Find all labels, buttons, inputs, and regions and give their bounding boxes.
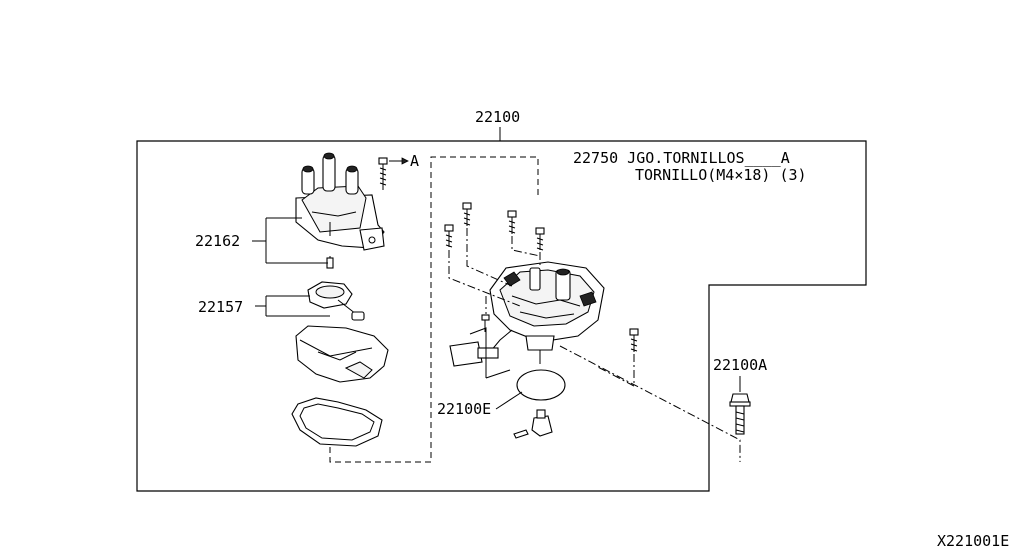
label-22100A: 22100A	[713, 356, 767, 374]
dust-shield	[295, 325, 389, 383]
label-22162: 22162	[195, 232, 240, 250]
mounting-bolt	[729, 393, 751, 435]
installation-lines	[448, 228, 741, 462]
callout-a: A	[410, 152, 419, 170]
leader-22100E	[495, 391, 523, 410]
housing-gasket	[291, 397, 383, 447]
distributor-body	[489, 261, 605, 364]
cap-screw	[378, 157, 409, 190]
wire-harness-connector	[449, 327, 513, 379]
seal-ring	[516, 369, 566, 401]
leader-22162	[252, 217, 328, 264]
diagram-id: X221001E	[937, 532, 1009, 550]
roll-pin	[513, 429, 529, 439]
screw-kit-line1: 22750 JGO.TORNILLOS____A	[573, 149, 790, 167]
distributor-cap	[295, 152, 385, 251]
label-22157: 22157	[198, 298, 243, 316]
screw-kit-line2: TORNILLO(M4×18) (3)	[635, 166, 807, 184]
rotor	[307, 281, 365, 321]
drive-gear	[531, 409, 553, 437]
assembly-frame	[136, 140, 867, 492]
dashed-group-bracket	[329, 156, 539, 463]
label-22100E: 22100E	[437, 400, 491, 418]
label-22100: 22100	[475, 108, 520, 126]
leader-22157	[255, 295, 330, 317]
kit-screws	[444, 202, 639, 352]
cap-carbon-brush	[326, 256, 334, 269]
